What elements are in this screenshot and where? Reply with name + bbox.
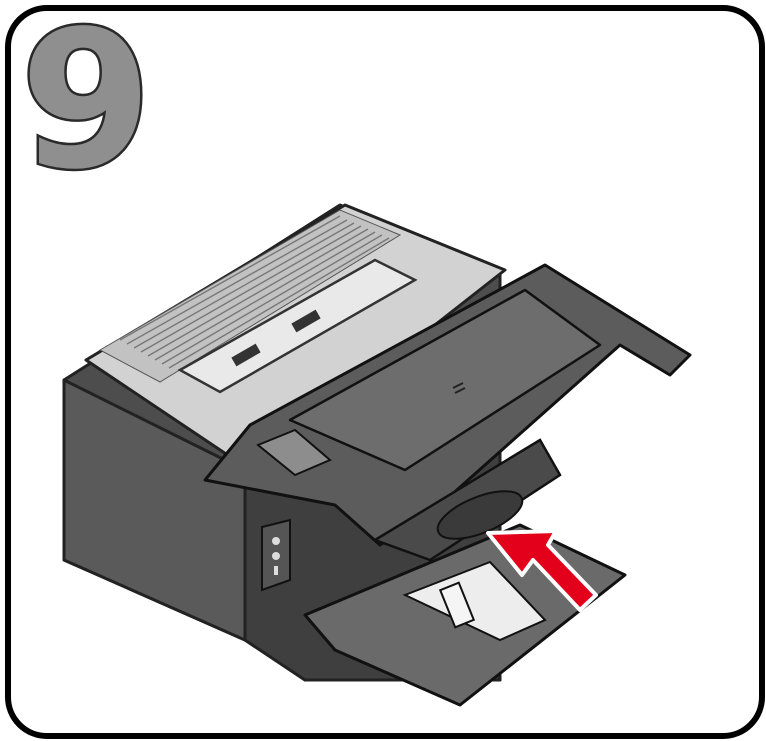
control-panel	[261, 518, 291, 592]
front-cover-open	[203, 263, 692, 547]
paper-guide	[402, 560, 547, 642]
printer-top	[84, 203, 507, 472]
continue-button-icon	[274, 566, 278, 575]
error-light-icon	[272, 552, 280, 560]
cover-release-button	[256, 428, 332, 477]
cartridge-area	[372, 438, 562, 562]
power-light-icon	[272, 537, 280, 545]
step-number: 9	[17, 0, 154, 211]
insert-direction-arrow	[486, 529, 598, 612]
